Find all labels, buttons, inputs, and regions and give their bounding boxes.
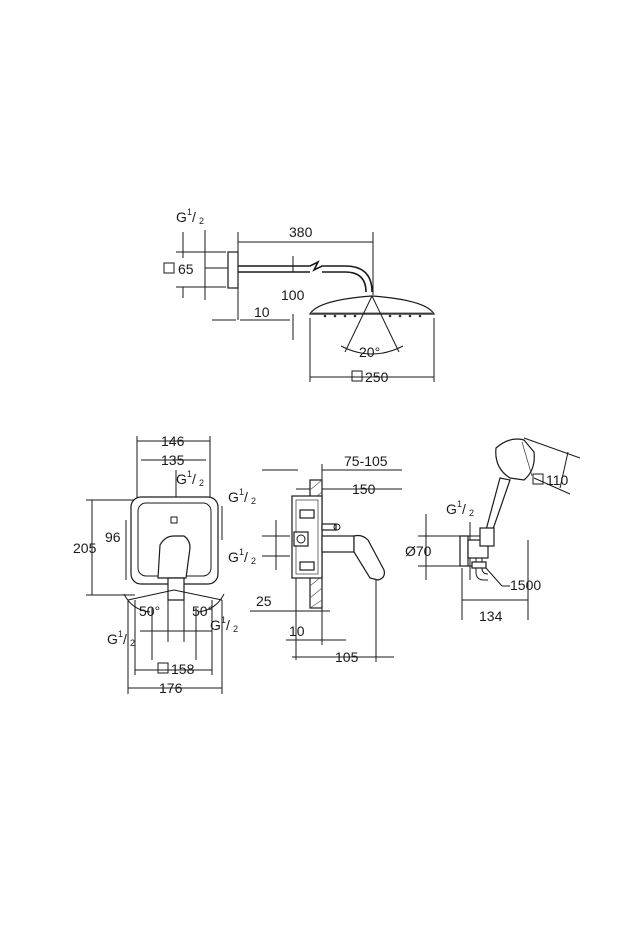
svg-text:2: 2 — [233, 624, 238, 634]
svg-text:G: G — [107, 631, 118, 647]
svg-text:2: 2 — [130, 638, 135, 648]
wall-flange — [227, 251, 239, 289]
hand-head-size-label: 110 — [546, 472, 569, 488]
shower-arm-top — [238, 260, 373, 293]
svg-text:1: 1 — [239, 487, 244, 497]
svg-text:1: 1 — [457, 499, 462, 509]
square-symbol-plate — [157, 662, 169, 674]
square-symbol-hand — [532, 473, 544, 485]
svg-text:1: 1 — [221, 615, 226, 625]
mixer-handle — [157, 535, 191, 579]
hose-nut — [471, 561, 487, 569]
angle-arc-right — [197, 593, 225, 613]
head-size-label: 250 — [365, 369, 389, 385]
thread-label-head: G — [176, 209, 187, 225]
head-drop-label: 100 — [281, 287, 305, 303]
holder-width-label: 134 — [479, 608, 503, 624]
svg-text:1: 1 — [187, 469, 192, 479]
overall-width-label: 176 — [159, 680, 183, 696]
inner-height-label: 96 — [105, 529, 121, 545]
flange-size-label: 65 — [178, 261, 194, 277]
spray-line-left — [344, 295, 373, 353]
spray-angle-label: 20° — [359, 344, 380, 360]
mixer-side-view: 75-105 150 G 1 / 2 — [228, 453, 402, 665]
body-port-bottom — [299, 561, 315, 571]
thread-left-side: G 1 / 2 — [228, 547, 256, 566]
spray-line-right — [371, 295, 400, 353]
angle-right-label: 50° — [192, 603, 213, 619]
spray-arc — [340, 345, 404, 355]
valve-spindle — [296, 534, 306, 544]
depth-range-label: 75-105 — [344, 453, 388, 469]
body-spindle-extension — [321, 523, 337, 531]
wall-outlet-plate — [459, 535, 469, 567]
handle-side-lever — [353, 534, 385, 581]
svg-text:/: / — [244, 489, 248, 505]
svg-text:/: / — [462, 501, 466, 517]
hose-inner — [475, 558, 488, 581]
thread-hand: G 1 / 2 — [446, 499, 474, 518]
shower-head-view: G 1 / 2 380 65 100 10 — [163, 207, 436, 385]
svg-text:2: 2 — [251, 556, 256, 566]
angle-line-left — [127, 589, 175, 601]
wall-dim-label: 25 — [256, 593, 272, 609]
valve-cartridge — [293, 531, 309, 547]
thread-sup-head: 1 — [187, 207, 192, 217]
thread-bottom-left: G 1 / 2 — [107, 629, 135, 648]
thread-sub-head: 2 — [199, 216, 204, 226]
svg-text:/: / — [226, 617, 230, 633]
hose-leader — [485, 567, 503, 587]
holder-cradle — [479, 527, 495, 547]
hose-length-label: 1500 — [510, 577, 541, 593]
svg-text:1: 1 — [118, 629, 123, 639]
svg-text:G: G — [228, 549, 239, 565]
svg-text:G: G — [446, 501, 457, 517]
head-size-dimline-hand — [559, 451, 569, 489]
body-port-top — [299, 509, 315, 519]
shower-arm-bottom — [238, 271, 367, 293]
angle-line-right — [173, 589, 223, 601]
hand-shower-handle — [485, 477, 511, 533]
head-size-ext-top — [523, 437, 581, 459]
svg-text:2: 2 — [199, 478, 204, 488]
wall-offset-label: 10 — [254, 304, 270, 320]
square-symbol-head — [163, 262, 175, 274]
spindle-end — [333, 523, 341, 531]
shower-head-nozzles — [323, 314, 422, 318]
mixer-front-view: 146 135 G 1 / 2 G 1 / 2 205 96 — [73, 433, 256, 696]
thread-right-front: G 1 / 2 — [228, 487, 256, 506]
svg-text:/: / — [123, 631, 127, 647]
mixer-plate-screw — [170, 516, 178, 524]
arm-length-label: 380 — [289, 224, 313, 240]
hand-shower-view: 110 G 1 / 2 Ø70 1500 134 — [405, 437, 581, 624]
svg-text:/: / — [192, 471, 196, 487]
svg-text:1: 1 — [239, 547, 244, 557]
svg-text:G: G — [228, 489, 239, 505]
thread-top-front: G 1 / 2 — [176, 469, 204, 488]
outlet-diameter-label: Ø70 — [405, 543, 432, 559]
angle-left-label: 50° — [139, 603, 160, 619]
svg-text:/: / — [244, 549, 248, 565]
thread-slash-head: / — [192, 209, 196, 225]
offset-label: 10 — [289, 623, 305, 639]
thread-bottom-right: G 1 / 2 — [210, 615, 238, 634]
svg-text:2: 2 — [469, 508, 474, 518]
svg-text:2: 2 — [251, 496, 256, 506]
svg-text:G: G — [176, 471, 187, 487]
hand-shower-head — [495, 438, 535, 481]
square-symbol-head-size — [351, 370, 363, 382]
plate-size-label: 158 — [171, 661, 195, 677]
head-size-ext-bottom — [533, 477, 571, 495]
svg-text:G: G — [210, 617, 221, 633]
shower-head-body — [308, 295, 436, 315]
hand-shower-face — [521, 441, 533, 477]
mixer-handle-base — [167, 577, 185, 601]
height-label: 205 — [73, 540, 97, 556]
handle-side-base — [321, 535, 355, 553]
